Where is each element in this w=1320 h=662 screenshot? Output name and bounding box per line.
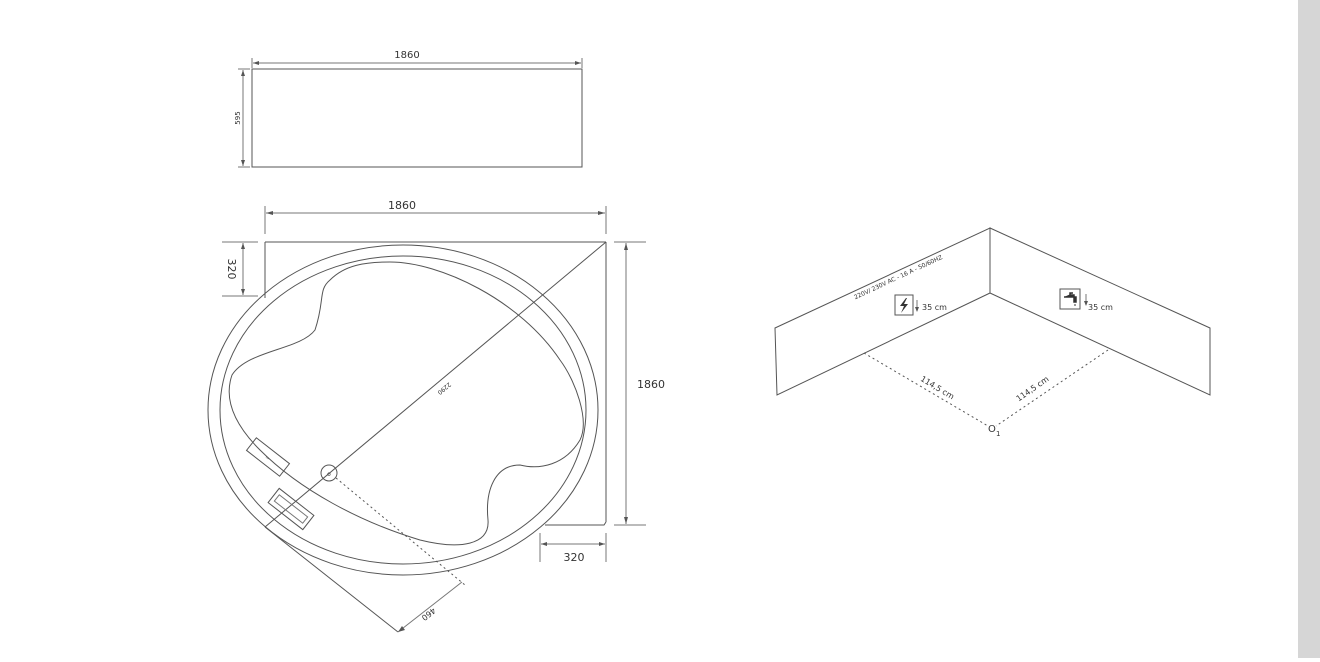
drain-symbol: o <box>327 471 331 478</box>
tub-outer-rim <box>207 244 599 576</box>
right-distance-label: 114,5 cm <box>1015 374 1051 403</box>
left-distance-line <box>863 352 989 427</box>
power-icon <box>894 294 914 316</box>
arrow-head <box>266 211 273 215</box>
control-panel-lower <box>267 487 315 531</box>
arrow-head <box>1084 301 1088 306</box>
offset-bottom-label: 320 <box>564 551 585 564</box>
technical-drawing: 1860 595 2290 o 460 <box>207 50 1211 633</box>
drawing-viewer: 1860 595 2290 o 460 <box>207 50 1211 633</box>
corner-number: 1 <box>996 430 1000 438</box>
install-view: 114,5 cm 114,5 cm O 1 220V/ 230V AC - 16… <box>774 227 1211 438</box>
control-panel-upper: ▭ <box>245 437 291 477</box>
left-wall <box>774 227 991 396</box>
drain-circle <box>320 464 338 482</box>
arrow-head <box>624 243 628 250</box>
plan-view: 2290 o 460 ▭ 1860 1860 <box>207 199 665 633</box>
arrow-head <box>541 542 547 546</box>
tub-inner-rim <box>219 255 587 565</box>
arrow-head <box>241 160 245 166</box>
plan-width-label: 1860 <box>388 199 416 212</box>
arrow-head <box>241 289 245 295</box>
vertical-scrollbar[interactable] <box>1298 0 1320 658</box>
drain-dotted-line <box>335 477 466 586</box>
front-view: 1860 595 <box>234 50 583 168</box>
arrow-head <box>253 61 259 65</box>
arrow-head <box>575 61 581 65</box>
arrow-head <box>915 307 919 312</box>
plan-bottom-edge <box>545 521 607 526</box>
tub-basin-outline <box>228 261 584 546</box>
offset-top-label: 320 <box>225 259 238 280</box>
plan-lower-left-edge <box>264 526 399 633</box>
arrow-head <box>398 626 405 632</box>
right-wall <box>989 227 1211 396</box>
arrow-head <box>241 243 245 249</box>
arrow-head <box>624 517 628 524</box>
front-view-outline <box>251 68 583 168</box>
right-distance-line <box>995 349 1109 427</box>
water-tap-icon <box>1059 288 1081 310</box>
plan-height-label: 1860 <box>637 378 665 391</box>
plan-diagonal-line <box>264 241 607 528</box>
power-height-label: 35 cm <box>922 303 947 312</box>
arrow-head <box>598 211 605 215</box>
front-height-label: 595 <box>234 111 242 124</box>
left-distance-label: 114,5 cm <box>919 374 956 401</box>
water-height-label: 35 cm <box>1088 303 1113 312</box>
corner-marker: O <box>988 424 996 435</box>
drain-offset-dim-line <box>397 581 463 633</box>
front-width-label: 1860 <box>394 50 419 61</box>
power-spec-label: 220V/ 230V AC - 16 A - 50/60HZ <box>853 254 944 301</box>
arrow-head <box>241 70 245 76</box>
arrow-head <box>599 542 605 546</box>
svg-text:▭: ▭ <box>265 454 271 460</box>
